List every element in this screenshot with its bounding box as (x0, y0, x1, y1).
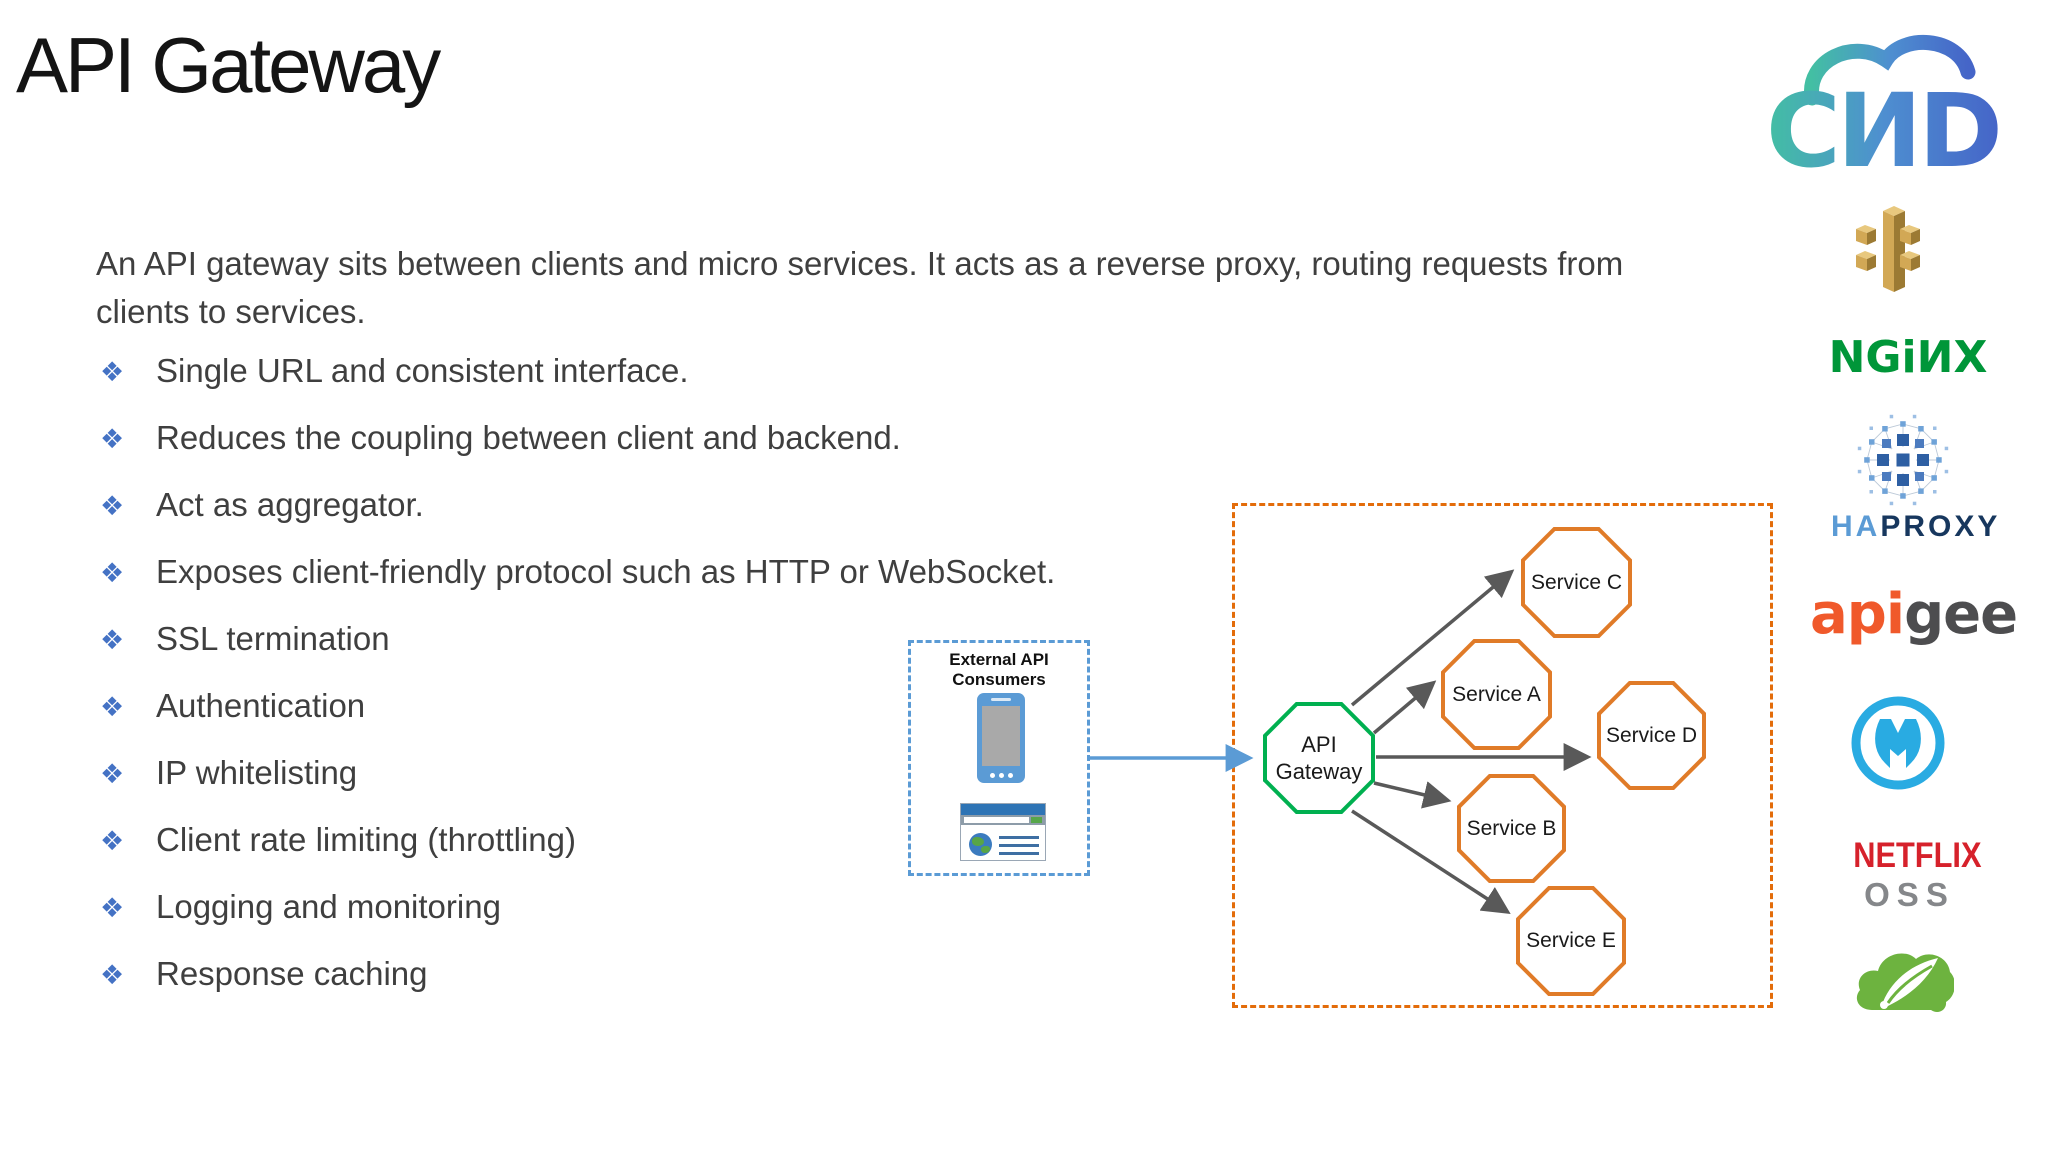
diamond-bullet-icon: ❖ (100, 826, 125, 856)
service-c-node: Service C (1521, 527, 1632, 638)
diamond-bullet-icon: ❖ (100, 491, 125, 521)
browser-window-icon (960, 803, 1046, 861)
bullet-text: IP whitelisting (156, 754, 358, 791)
diamond-bullet-icon: ❖ (100, 893, 125, 923)
list-item: ❖ Authentication (100, 687, 1200, 724)
bullet-text: SSL termination (156, 620, 390, 657)
external-api-consumers-box: External API Consumers (908, 640, 1090, 876)
list-item: ❖ Client rate limiting (throttling) (100, 821, 1200, 858)
list-item: ❖ Logging and monitoring (100, 888, 1200, 925)
page-title: API Gateway (16, 21, 441, 109)
bullet-text: Client rate limiting (throttling) (156, 821, 576, 858)
bullet-text: Act as aggregator. (156, 486, 424, 523)
mulesoft-icon (1851, 696, 1945, 790)
netflix-wordmark: NETFLIX (1853, 836, 1982, 875)
bullet-text: Single URL and consistent interface. (156, 352, 689, 389)
browser-toolbar (961, 815, 1045, 825)
service-label: Service C (1530, 570, 1623, 594)
service-b-node: Service B (1457, 774, 1566, 883)
list-item: ❖ Act as aggregator. (100, 486, 1200, 523)
list-item: ❖ Exposes client-friendly protocol such a… (100, 553, 1200, 590)
bullet-text: Logging and monitoring (156, 888, 501, 925)
diamond-bullet-icon: ❖ (100, 759, 125, 789)
svg-text:CИD: CИD (1766, 72, 1999, 188)
list-item: ❖ Response caching (100, 955, 1200, 992)
diamond-bullet-icon: ❖ (100, 625, 125, 655)
service-label: Service E (1526, 929, 1616, 952)
list-item: ❖ SSL termination (100, 620, 1200, 657)
phone-screen (982, 706, 1020, 766)
diamond-bullet-icon: ❖ (100, 558, 125, 588)
bullet-text: Reduces the coupling between client and … (156, 419, 901, 456)
diamond-bullet-icon: ❖ (100, 960, 125, 990)
phone-speaker (991, 698, 1011, 701)
bullet-list: ❖ Single URL and consistent interface. ❖ R… (100, 352, 1200, 1022)
service-label: Service D (1605, 723, 1698, 747)
diamond-bullet-icon: ❖ (100, 692, 125, 722)
cnd-cloud-logo: CИD (1766, 35, 2003, 188)
smartphone-icon (977, 693, 1025, 783)
list-item: ❖ Single URL and consistent interface. (100, 352, 1200, 389)
browser-text-line (999, 844, 1039, 847)
spring-cloud-icon (1856, 953, 1954, 1012)
consumers-box-label: External API Consumers (949, 650, 1049, 689)
apigee-wordmark: apigee (1810, 582, 2018, 647)
bullet-text: Exposes client-friendly protocol such as… (156, 553, 1056, 590)
browser-text-line (999, 836, 1039, 839)
service-e-node: Service E (1516, 886, 1626, 996)
nginx-wordmark: NGiИX (1828, 332, 1988, 383)
bullet-text: Authentication (156, 687, 366, 724)
service-d-node: Service D (1597, 681, 1706, 790)
browser-text-line (999, 852, 1039, 855)
globe-icon (969, 833, 992, 856)
service-a-node: Service A (1441, 639, 1552, 750)
browser-title-bar (961, 804, 1045, 815)
phone-buttons (977, 773, 1025, 778)
haproxy-network-sphere-icon (1857, 414, 1949, 506)
intro-paragraph: An API gateway sits between clients and … (96, 245, 1624, 330)
list-item: ❖ IP whitelisting (100, 754, 1200, 791)
bullet-text: Response caching (156, 955, 428, 992)
list-item: ❖ Reduces the coupling between client and… (100, 419, 1200, 456)
diamond-bullet-icon: ❖ (100, 357, 125, 387)
service-label: Service B (1466, 816, 1557, 840)
netflix-oss-wordmark: OSS (1864, 876, 1955, 913)
aws-api-gateway-icon (1856, 206, 1920, 292)
diamond-bullet-icon: ❖ (100, 424, 125, 454)
service-label: Service A (1452, 682, 1541, 706)
haproxy-wordmark: HAPROXY (1831, 510, 2001, 543)
